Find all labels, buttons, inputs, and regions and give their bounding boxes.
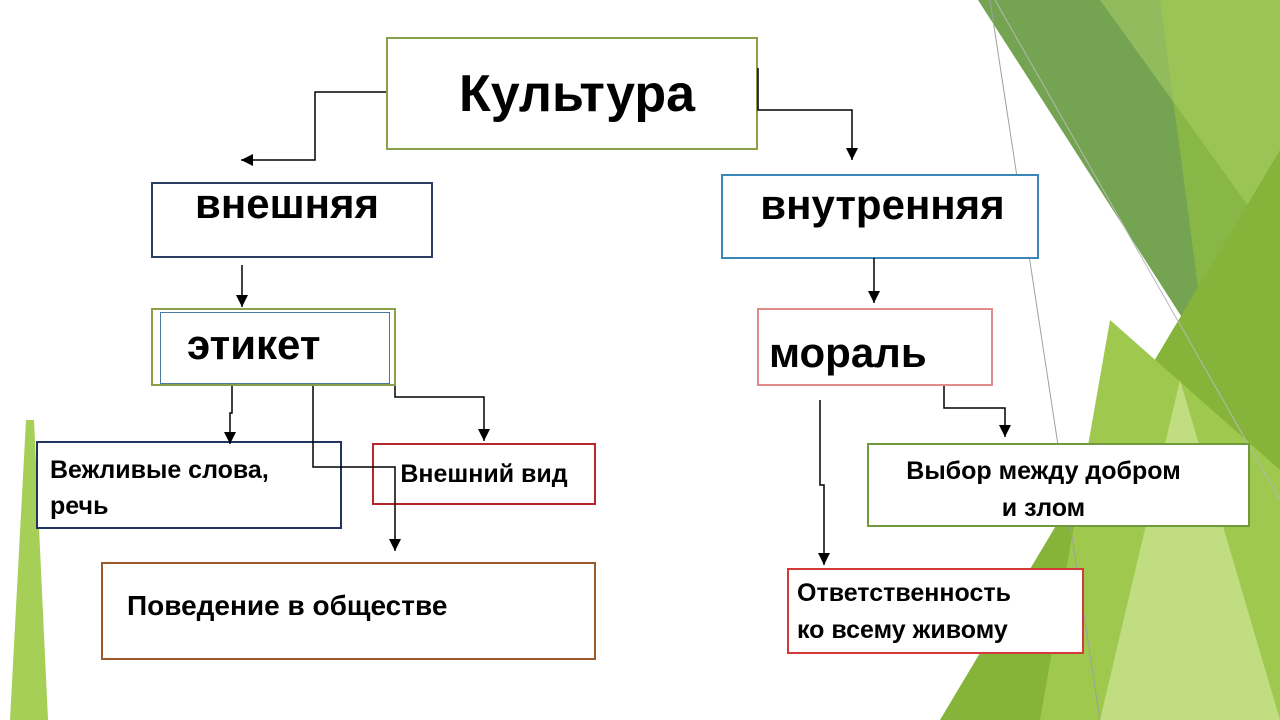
root-node-culture: Культура — [386, 37, 758, 150]
node-behavior-label: Поведение в обществе — [127, 590, 448, 621]
decor-shape — [1100, 380, 1280, 720]
node-morality-label: мораль — [769, 329, 927, 376]
decor-shape — [1100, 0, 1280, 250]
node-polite-words-label: Вежливые слова, речь — [50, 456, 269, 520]
node-choice-label: Выбор между добром и злом — [906, 457, 1181, 522]
node-appearance: Внешний вид — [372, 443, 596, 505]
decor-line — [994, 0, 1280, 501]
node-internal: внутренняя — [721, 174, 1039, 259]
decor-spike — [10, 420, 48, 720]
node-choice: Выбор между добром и злом — [867, 443, 1250, 527]
node-etiquette: этикет — [151, 308, 396, 386]
node-internal-label: внутренняя — [760, 181, 1005, 228]
node-etiquette-label: этикет — [187, 321, 321, 368]
root-label: Культура — [458, 64, 696, 123]
node-external-label: внешняя — [195, 180, 379, 227]
node-responsibility: Ответственность ко всему живому — [787, 568, 1084, 654]
node-polite-words: Вежливые слова, речь — [36, 441, 342, 529]
node-external: внешняя — [151, 180, 433, 258]
node-appearance-label: Внешний вид — [400, 459, 568, 488]
node-behavior: Поведение в обществе — [101, 562, 596, 660]
node-morality: мораль — [757, 308, 993, 386]
node-responsibility-label: Ответственность ко всему живому — [797, 579, 1011, 644]
